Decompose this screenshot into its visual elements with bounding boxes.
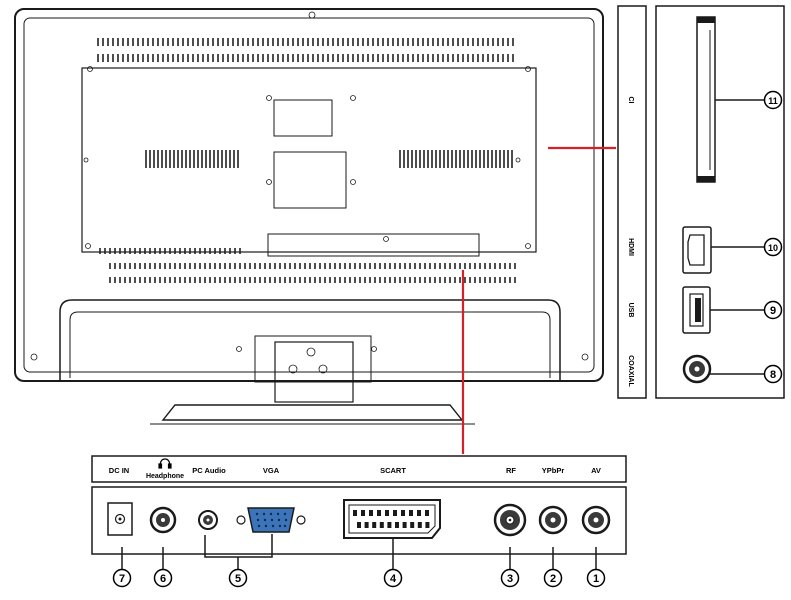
scart-label: SCART (380, 466, 406, 475)
tv-outer-frame (14, 8, 604, 382)
callout-4: 4 (383, 568, 403, 588)
stand-column (254, 335, 372, 383)
side-panel-face (655, 5, 785, 399)
tv-inner-frame (23, 17, 595, 373)
hdmi-label: HDMI (627, 238, 634, 256)
rear-cover-plate (81, 67, 537, 253)
scart-port (343, 499, 441, 539)
ypbpr-jack (538, 505, 568, 535)
callout-6: 6 (153, 568, 173, 588)
pcaudio-label: PC Audio (192, 466, 226, 475)
svg-text:11: 11 (768, 96, 778, 106)
vga-port (236, 507, 306, 533)
bottom-panel: DC IN Headphone PC Audio VGA SCART RF YP… (91, 455, 627, 570)
svg-text:1: 1 (593, 573, 599, 585)
rf-port (493, 503, 527, 537)
usb-port (682, 286, 711, 334)
rf-label: RF (506, 466, 516, 475)
svg-text:4: 4 (390, 573, 397, 585)
svg-text:3: 3 (507, 573, 513, 585)
ci-label: CI (627, 97, 634, 104)
callout-2: 2 (543, 568, 563, 588)
svg-text:9: 9 (770, 305, 776, 317)
callout-3: 3 (500, 568, 520, 588)
stand-neck (274, 341, 354, 403)
callout-10: 10 (763, 237, 783, 257)
callout-7: 7 (112, 568, 132, 588)
ypbpr-label: YPbPr (542, 466, 565, 475)
tv-back-view (14, 8, 604, 425)
usb-label: USB (627, 303, 634, 318)
ci-slot (696, 16, 716, 183)
pcaudio-jack (198, 510, 218, 530)
callout-1: 1 (586, 568, 606, 588)
connector-strip (267, 233, 480, 257)
vent-grills (97, 38, 516, 283)
svg-text:2: 2 (550, 573, 556, 585)
vga-label: VGA (263, 466, 280, 475)
svg-text:5: 5 (235, 573, 241, 585)
bottom-label-strip (91, 455, 627, 483)
stand-neck-frame (59, 299, 561, 381)
av-jack (581, 505, 611, 535)
dcin-port (107, 502, 133, 536)
vesa-block-top (273, 99, 333, 137)
hdmi-port (682, 226, 712, 274)
headphone-label: Headphone (146, 473, 184, 480)
callout-9: 9 (763, 300, 783, 320)
headphone-icon (158, 458, 172, 469)
svg-text:8: 8 (770, 369, 776, 381)
screws (30, 11, 589, 374)
coaxial-port (682, 354, 712, 384)
svg-text:6: 6 (160, 573, 166, 585)
side-panel: CI HDMI USB COAXIAL (617, 5, 785, 399)
callout-numbers: 1 2 3 4 5 6 7 8 9 10 11 (112, 90, 783, 588)
vesa-block-bottom (273, 151, 347, 209)
svg-text:10: 10 (768, 243, 778, 253)
callout-11: 11 (763, 90, 783, 110)
callout-8: 8 (763, 364, 783, 384)
red-connector-lines (461, 146, 616, 454)
dcin-label: DC IN (109, 466, 129, 475)
coaxial-label: COAXIAL (627, 355, 634, 387)
svg-text:7: 7 (119, 573, 125, 585)
stand-inner-frame (69, 311, 551, 378)
av-label: AV (591, 466, 601, 475)
callout-5: 5 (228, 568, 248, 588)
side-panel-spine (617, 5, 647, 399)
stand-base (161, 404, 464, 421)
headphone-jack (149, 506, 177, 534)
